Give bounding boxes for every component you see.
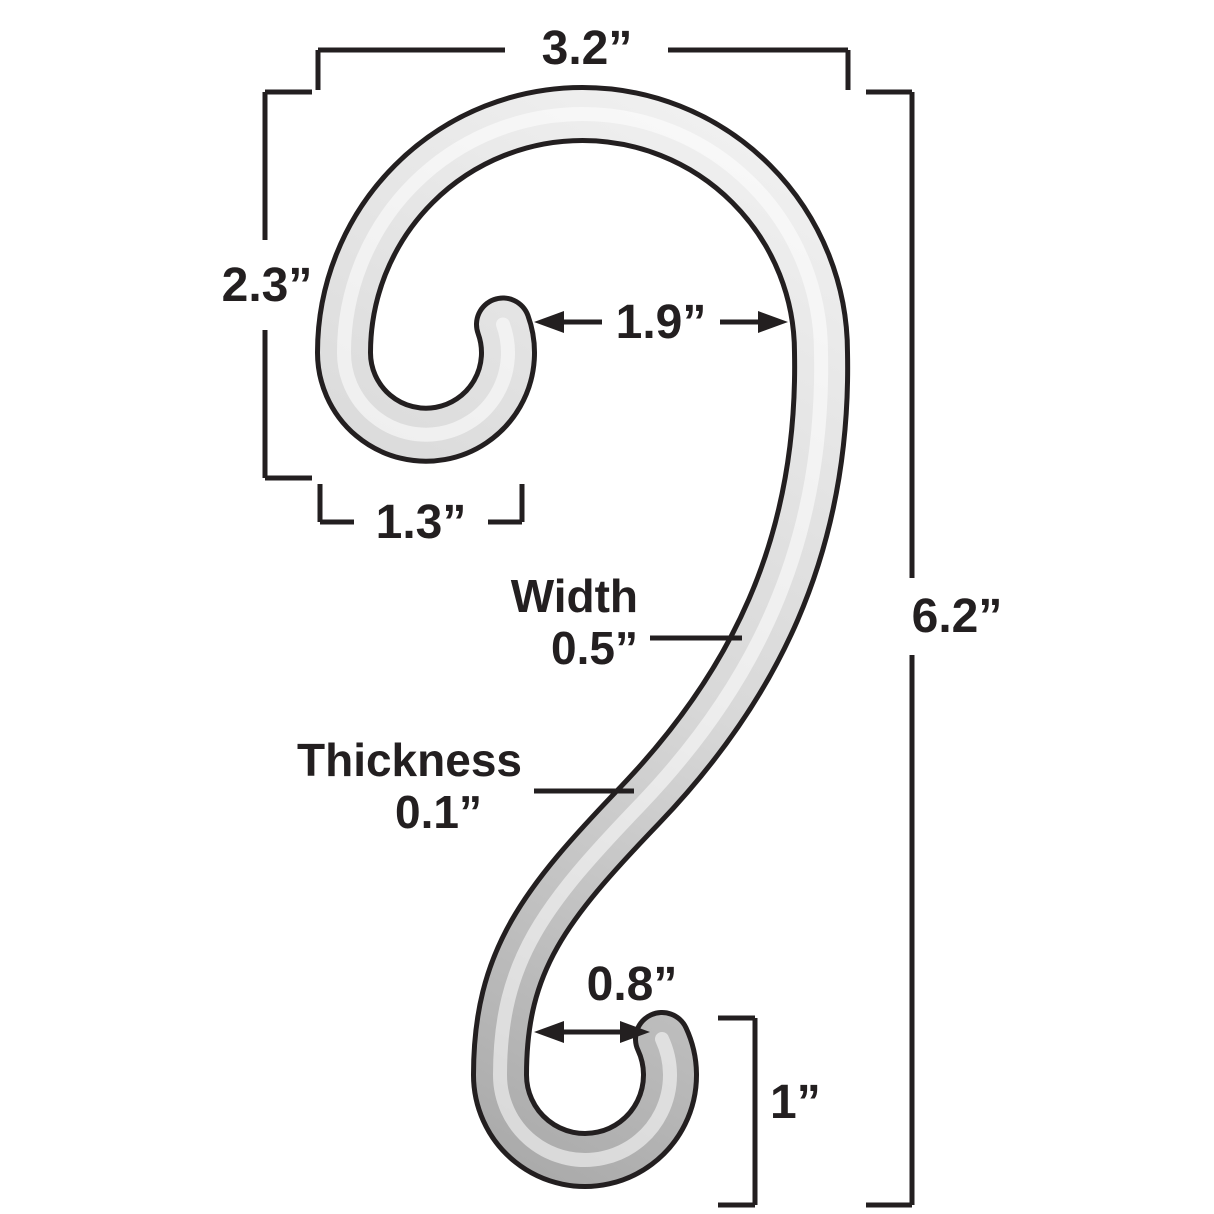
width-value: 0.5” <box>551 622 638 674</box>
dim-top-curl-width: 1.3” <box>317 484 525 549</box>
dim-label-bottom-inner-width: 0.8” <box>587 958 678 1011</box>
dim-top-inner-width: 1.9” <box>534 296 788 349</box>
dim-label-overall-height: 6.2” <box>912 590 1003 643</box>
dim-label-top-curl-height: 2.3” <box>222 259 313 312</box>
dim-bottom-curl-height: 1” <box>718 1015 821 1208</box>
dim-overall-height: 6.2” <box>866 89 1003 1208</box>
dim-label-top-curl-width: 1.3” <box>376 496 467 549</box>
arrowhead-left-icon <box>534 311 564 333</box>
dim-top-curl-height: 2.3” <box>222 89 313 481</box>
dim-label-bottom-curl-height: 1” <box>770 1076 821 1129</box>
callout-thickness: Thickness 0.1” <box>297 734 634 838</box>
thickness-value: 0.1” <box>395 786 482 838</box>
thickness-label: Thickness <box>297 734 522 786</box>
arrowhead-right-icon <box>758 311 788 333</box>
width-label: Width <box>511 570 638 622</box>
dim-bottom-inner-width: 0.8” <box>534 958 677 1043</box>
arrowhead-right-icon <box>620 1021 650 1043</box>
arrowhead-left-icon <box>534 1021 564 1043</box>
s-hook-shape <box>314 85 851 1189</box>
s-hook-highlight <box>336 107 829 1167</box>
dim-overall-width: 3.2” <box>315 22 851 90</box>
callout-width: Width 0.5” <box>511 570 742 674</box>
dim-label-top-inner-width: 1.9” <box>616 296 707 349</box>
dim-label-overall-width: 3.2” <box>542 22 633 75</box>
